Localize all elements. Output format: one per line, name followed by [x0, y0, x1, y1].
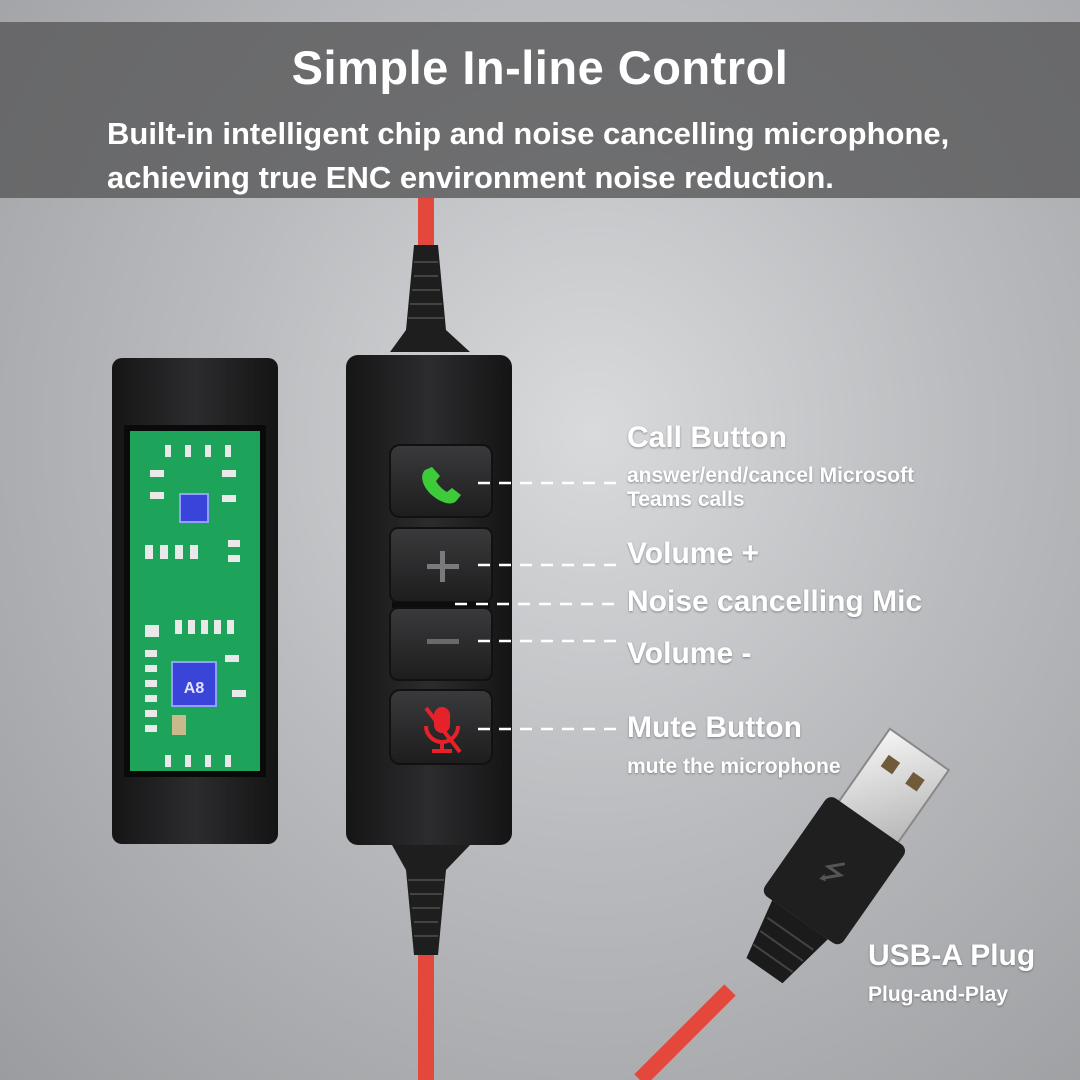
- call-button-desc-1: answer/end/cancel Microsoft: [627, 464, 915, 487]
- cable-bottom: [418, 955, 434, 1080]
- mute-button-label: Mute Button: [627, 711, 802, 744]
- mic-slot: [392, 602, 490, 608]
- usb-plug: ⭍: [746, 727, 951, 984]
- page-subtitle: Built-in intelligent chip and noise canc…: [107, 112, 1027, 200]
- call-button[interactable]: [389, 444, 493, 518]
- strain-relief-top: [390, 245, 470, 352]
- mute-button-desc: mute the microphone: [627, 755, 841, 778]
- call-button-desc-2: Teams calls: [627, 488, 745, 511]
- subtitle-line-1: Built-in intelligent chip and noise canc…: [107, 116, 950, 151]
- cable-top: [418, 198, 434, 258]
- minus-icon: [427, 639, 459, 644]
- mute-button[interactable]: [389, 689, 493, 765]
- strain-relief-bottom: [392, 845, 470, 955]
- header-banner: [0, 22, 1080, 198]
- leader-lines: [455, 481, 620, 731]
- volume-down-label: Volume -: [627, 637, 752, 670]
- usb-cable: [634, 984, 736, 1080]
- subtitle-line-2: achieving true ENC environment noise red…: [107, 160, 834, 195]
- mic-mute-icon: [424, 706, 462, 754]
- page-title: Simple In-line Control: [291, 41, 789, 94]
- usb-plug-desc: Plug-and-Play: [868, 983, 1009, 1006]
- volume-up-button[interactable]: [389, 527, 493, 603]
- call-button-label: Call Button: [627, 421, 787, 454]
- chip-large-label: A8: [184, 680, 205, 697]
- noise-mic-label: Noise cancelling Mic: [627, 585, 923, 618]
- volume-down-button[interactable]: [389, 607, 493, 681]
- phone-icon: [422, 467, 461, 504]
- volume-up-label: Volume +: [627, 537, 759, 570]
- pcb-components: [145, 445, 246, 767]
- pcb-board: [130, 431, 260, 771]
- chip-small: [179, 493, 209, 523]
- usb-plug-label: USB-A Plug: [868, 939, 1036, 972]
- chip-large: [171, 661, 217, 707]
